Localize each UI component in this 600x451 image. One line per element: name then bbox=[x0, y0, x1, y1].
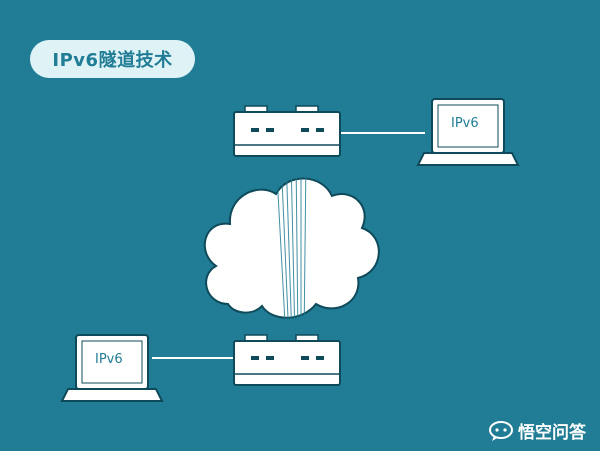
watermark-text: 悟空问答 bbox=[518, 423, 586, 443]
page-title: IPv6隧道技术 bbox=[30, 40, 195, 78]
laptop-top bbox=[416, 98, 520, 166]
router-top bbox=[233, 105, 341, 157]
tunnel bbox=[275, 155, 307, 342]
watermark: 悟空问答 bbox=[488, 418, 586, 443]
laptop-top-label: IPv6 bbox=[451, 116, 479, 131]
chat-bubble-icon bbox=[489, 420, 513, 441]
laptop-bottom-label: IPv6 bbox=[95, 352, 123, 367]
router-bottom bbox=[233, 334, 341, 386]
laptop-bottom bbox=[60, 334, 164, 402]
cloud-label: IPv4 bbox=[210, 232, 257, 257]
